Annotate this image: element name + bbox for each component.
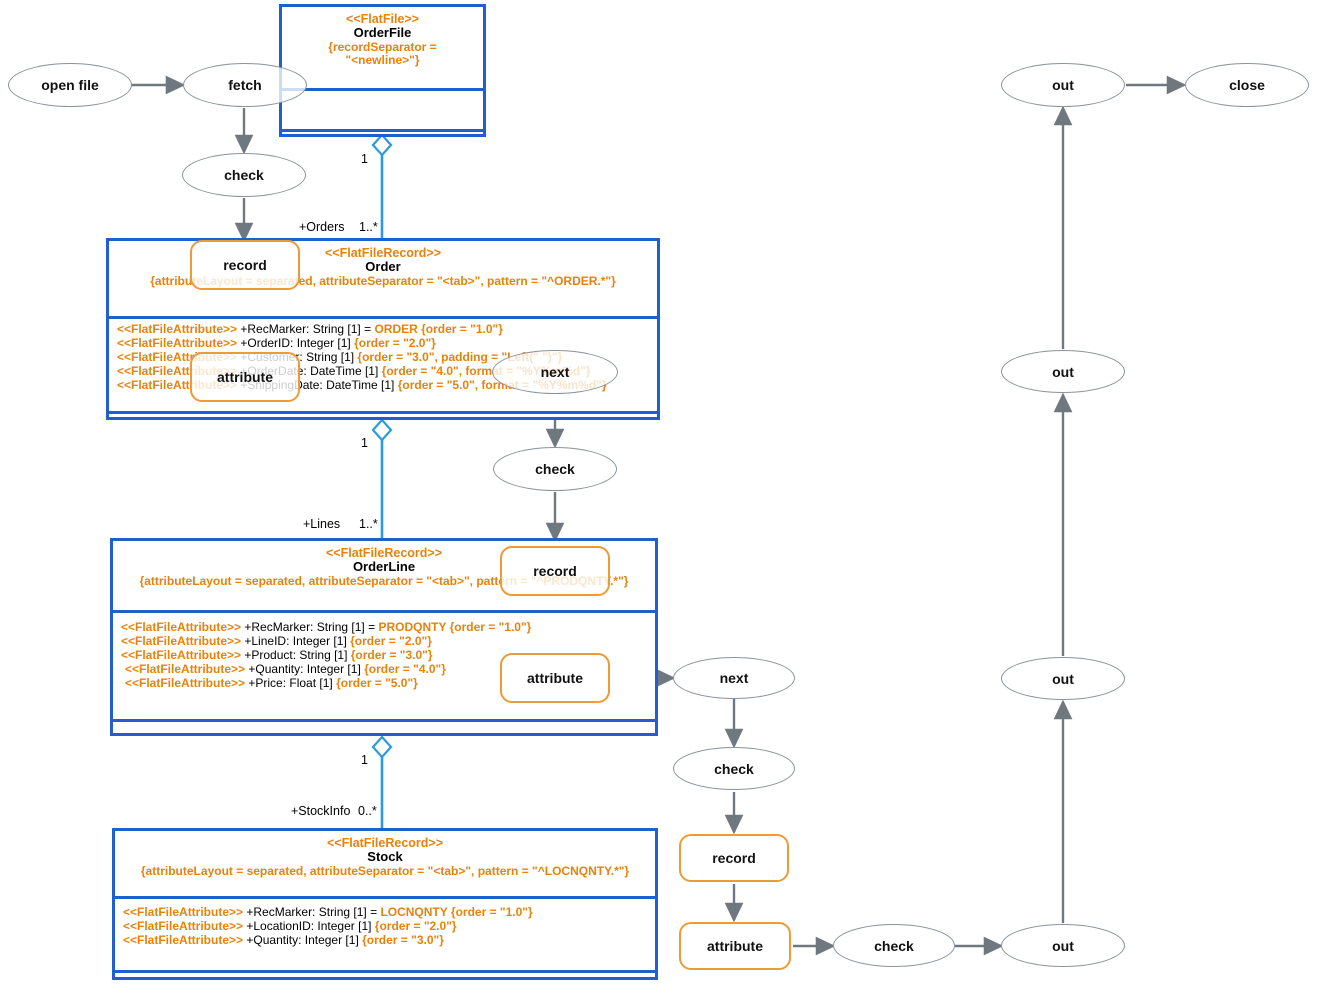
node-fetch[interactable]: fetch xyxy=(183,63,307,107)
class-orderline-attributes: <<FlatFileAttribute>> +RecMarker: String… xyxy=(113,613,655,722)
attribute-stereotype: <<FlatFileAttribute>> xyxy=(125,675,246,690)
class-orderfile-header: <<FlatFile>> OrderFile {recordSeparator … xyxy=(282,7,483,91)
attribute-stereotype: <<FlatFileAttribute>> xyxy=(123,918,244,933)
class-order[interactable]: <<FlatFileRecord>> Order {attributeLayou… xyxy=(106,238,660,420)
node-next-line[interactable]: next xyxy=(673,657,795,699)
attribute-signature: +Product: String [1] xyxy=(244,647,351,662)
attribute-tags: {order = "5.0"} xyxy=(336,675,418,690)
attribute-tags: {order = "1.0"} xyxy=(417,322,503,336)
class-orderfile-operations xyxy=(282,132,483,134)
attribute-signature: +RecMarker: String [1] = xyxy=(240,322,375,336)
class-order-operations xyxy=(109,414,657,417)
assoc-lines-source-mult: 1 xyxy=(361,436,368,450)
attribute-signature: +LocationID: Integer [1] xyxy=(246,918,375,933)
attribute-stereotype: <<FlatFileAttribute>> xyxy=(121,633,242,648)
class-stock-attributes: <<FlatFileAttribute>> +RecMarker: String… xyxy=(115,899,655,973)
node-check-4[interactable]: check xyxy=(833,924,955,967)
assoc-stockinfo-target-mult: 0..* xyxy=(358,804,377,818)
attribute-default: LOCNQNTY xyxy=(380,905,448,919)
attribute-tags: {order = "3.0"} xyxy=(362,932,444,947)
class-order-stereotype: <<FlatFileRecord>> xyxy=(324,246,442,260)
node-out-2[interactable]: out xyxy=(1001,350,1125,393)
attribute-stereotype: <<FlatFileAttribute>> xyxy=(121,647,242,662)
attribute-stereotype: <<FlatFileAttribute>> xyxy=(117,335,238,350)
class-stock[interactable]: <<FlatFileRecord>> Stock {attributeLayou… xyxy=(112,828,658,980)
attribute-tags: {order = "1.0"} xyxy=(446,620,532,634)
attribute-row: <<FlatFileAttribute>> +Quantity: Integer… xyxy=(121,661,647,677)
node-close[interactable]: close xyxy=(1185,63,1309,107)
attribute-row: <<FlatFileAttribute>> +Product: String [… xyxy=(121,647,647,663)
assoc-stockinfo-source-mult: 1 xyxy=(361,753,368,767)
assoc-stockinfo-role: +StockInfo xyxy=(291,804,351,818)
class-stock-stereotype: <<FlatFileRecord>> xyxy=(326,836,444,850)
attribute-tags: {order = "4.0"} xyxy=(364,661,446,676)
attribute-stereotype: <<FlatFileAttribute>> xyxy=(117,322,238,336)
attribute-signature: +LineID: Integer [1] xyxy=(244,633,351,648)
attribute-tags: {order = "2.0"} xyxy=(374,918,457,933)
class-orderfile-stereotype: <<FlatFile>> xyxy=(346,12,419,26)
attribute-tags: {order = "2.0"} xyxy=(350,633,432,648)
class-orderfile-props-line1: {recordSeparator = xyxy=(328,39,437,54)
class-orderfile-attributes xyxy=(282,91,483,132)
attribute-row: <<FlatFileAttribute>> +RecMarker: String… xyxy=(123,905,647,920)
assoc-orders-target-mult: 1..* xyxy=(359,220,378,234)
assoc-orders-role: +Orders xyxy=(299,220,345,234)
node-open-file[interactable]: open file xyxy=(8,63,132,107)
node-check-3[interactable]: check xyxy=(673,747,795,790)
attribute-stereotype: <<FlatFileAttribute>> xyxy=(123,905,244,919)
class-orderline-name: OrderLine xyxy=(352,559,416,574)
attribute-row: <<FlatFileAttribute>> +RecMarker: String… xyxy=(121,620,647,635)
attribute-row: <<FlatFileAttribute>> +Quantity: Integer… xyxy=(123,932,647,948)
attribute-stereotype: <<FlatFileAttribute>> xyxy=(123,932,244,947)
class-stock-props: {attributeLayout = separated, attributeS… xyxy=(140,863,630,878)
node-out-1[interactable]: out xyxy=(1001,63,1125,107)
assoc-orders-source-mult: 1 xyxy=(361,152,368,166)
attribute-signature: +Price: Float [1] xyxy=(248,675,337,690)
node-attribute-stock[interactable]: attribute xyxy=(679,922,791,970)
class-order-name: Order xyxy=(365,259,401,274)
attribute-row: <<FlatFileAttribute>> +LocationID: Integ… xyxy=(123,918,647,934)
node-record-order[interactable]: record xyxy=(190,240,300,290)
class-orderfile-props-line2: "<newline>"} xyxy=(345,52,420,67)
attribute-default: ORDER xyxy=(374,322,418,336)
attribute-row: <<FlatFileAttribute>> +OrderID: Integer … xyxy=(117,335,649,351)
attribute-tags: {order = "2.0"} xyxy=(354,335,436,350)
node-attribute-order[interactable]: attribute xyxy=(190,352,300,402)
attribute-default: PRODQNTY xyxy=(378,620,447,634)
attribute-signature: +RecMarker: String [1] = xyxy=(244,620,379,634)
attribute-row: <<FlatFileAttribute>> +RecMarker: String… xyxy=(117,322,649,337)
class-stock-header: <<FlatFileRecord>> Stock {attributeLayou… xyxy=(115,831,655,899)
class-orderfile[interactable]: <<FlatFile>> OrderFile {recordSeparator … xyxy=(279,4,486,137)
attribute-signature: +Quantity: Integer [1] xyxy=(246,932,363,947)
node-out-4[interactable]: out xyxy=(1001,924,1125,967)
attribute-tags: {order = "3.0"} xyxy=(350,647,433,662)
attribute-signature: +Quantity: Integer [1] xyxy=(248,661,365,676)
node-check-1[interactable]: check xyxy=(182,153,306,197)
node-next-order[interactable]: next xyxy=(492,350,618,394)
class-stock-name: Stock xyxy=(367,849,403,864)
assoc-lines-target-mult: 1..* xyxy=(359,517,378,531)
attribute-tags: {order = "1.0"} xyxy=(447,905,533,919)
node-record-line[interactable]: record xyxy=(500,546,610,596)
node-check-2[interactable]: check xyxy=(493,447,617,491)
assoc-lines-role: +Lines xyxy=(303,517,341,531)
attribute-signature: +RecMarker: String [1] = xyxy=(246,905,381,919)
node-out-3[interactable]: out xyxy=(1001,657,1125,700)
attribute-stereotype: <<FlatFileAttribute>> xyxy=(121,620,242,634)
attribute-stereotype: <<FlatFileAttribute>> xyxy=(125,661,246,676)
class-orderfile-name: OrderFile xyxy=(353,25,412,40)
attribute-signature: +OrderID: Integer [1] xyxy=(240,335,355,350)
node-record-stock[interactable]: record xyxy=(679,834,789,882)
node-attribute-line[interactable]: attribute xyxy=(500,653,610,703)
class-orderline-operations xyxy=(113,722,655,733)
class-stock-operations xyxy=(115,973,655,977)
attribute-row: <<FlatFileAttribute>> +Price: Float [1] … xyxy=(121,675,647,691)
attribute-row: <<FlatFileAttribute>> +LineID: Integer [… xyxy=(121,633,647,649)
class-orderline-stereotype: <<FlatFileRecord>> xyxy=(325,546,443,560)
